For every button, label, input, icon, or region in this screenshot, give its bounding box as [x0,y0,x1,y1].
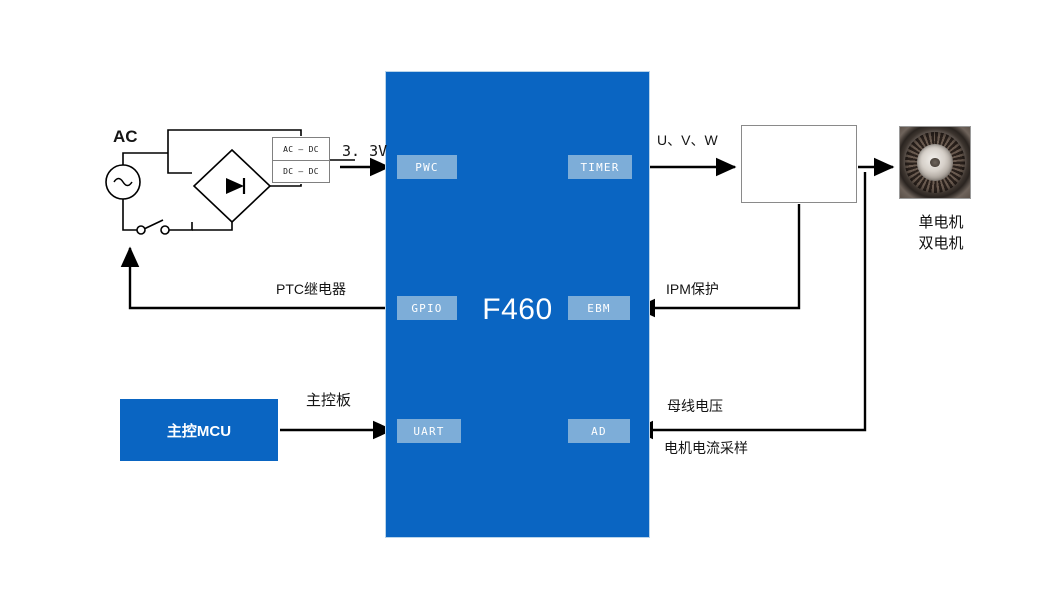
pin-gpio[interactable]: GPIO [397,296,457,320]
ipm-protect-label: IPM保护 [666,281,719,297]
motor-current-sample-label: 电机电流采样 [664,440,748,456]
wire-sense-to-ad [632,172,867,440]
dc-dc-label: DC — DC [283,166,319,176]
phase-output-label: U、V、W [657,132,718,148]
motor-type-single: 单电机 [918,214,964,231]
f460-label: F460 [482,293,553,326]
main-board-label: 主控板 [306,392,352,409]
main-control-mcu-box: 主控MCU [120,399,278,461]
pin-uart[interactable]: UART [397,419,461,443]
igbt-inverter-bridge [741,125,857,203]
rail-voltage-label: 3. 3V [342,142,388,160]
wire-ptc-relay [120,246,394,310]
motor-type-dual: 双电机 [918,235,964,253]
ac-source-label: AC [113,127,138,146]
bridge-rectifier [192,148,272,224]
ac-dc-converter-box: AC — DC DC — DC [272,137,330,183]
pin-timer[interactable]: TIMER [568,155,632,179]
motor-type-labels: 单电机 双电机 [896,212,986,255]
converter-divider [273,160,329,161]
pin-pwm[interactable]: PWC [397,155,457,179]
bus-voltage-label: 母线电压 [667,398,723,414]
motor-photo [899,126,971,199]
pin-ebm[interactable]: EBM [568,296,630,320]
shaft-center-icon [930,157,940,168]
ac-dc-label: AC — DC [283,144,319,154]
ac-source-symbol [105,164,141,200]
pin-ad[interactable]: AD [568,419,630,443]
ptc-relay-label: PTC继电器 [276,281,346,297]
